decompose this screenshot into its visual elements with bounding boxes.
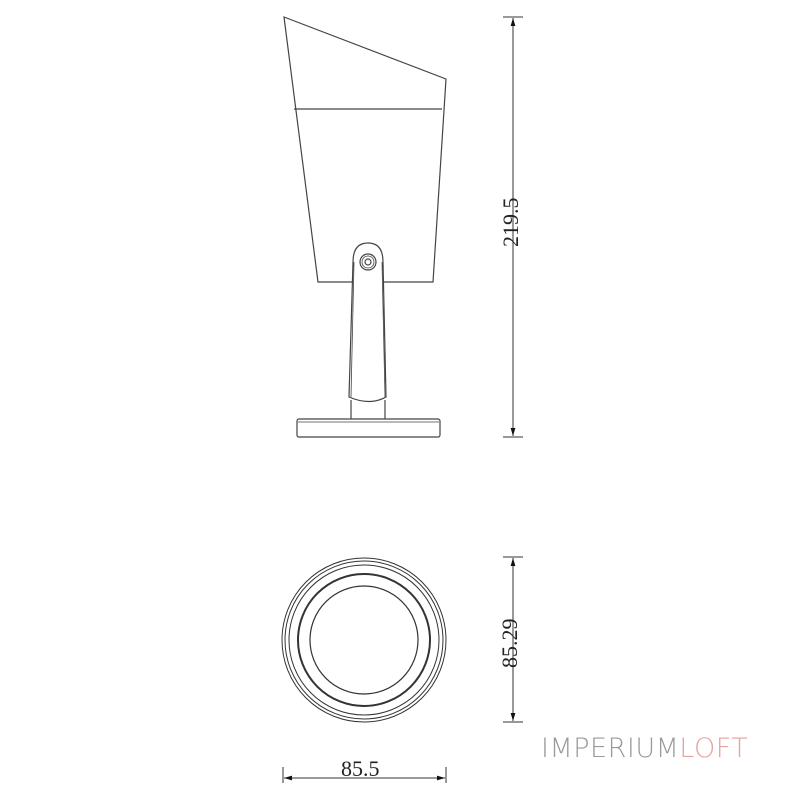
top-view — [281, 557, 447, 723]
side-view — [283, 16, 447, 438]
lens-ring — [297, 573, 431, 707]
outer-ring — [281, 557, 447, 723]
diameter-v-label: 85.29 — [497, 619, 522, 669]
pivot-knob — [359, 253, 377, 271]
height-dimension — [503, 16, 523, 438]
diameter-h-label: 85.5 — [341, 756, 380, 781]
base-plate — [296, 418, 441, 438]
brand-logo: IMPERIUMLOFT — [541, 733, 748, 764]
brand-part1: IMPERIUM — [541, 733, 680, 764]
diameter-h-dimension — [282, 767, 447, 783]
diameter-v-dimension — [503, 556, 523, 723]
stem-arm — [348, 242, 387, 403]
brand-part2: LOFT — [679, 733, 749, 764]
lens — [309, 585, 419, 695]
lamp-head — [283, 16, 447, 283]
height-dimension-label: 219.5 — [498, 198, 523, 248]
